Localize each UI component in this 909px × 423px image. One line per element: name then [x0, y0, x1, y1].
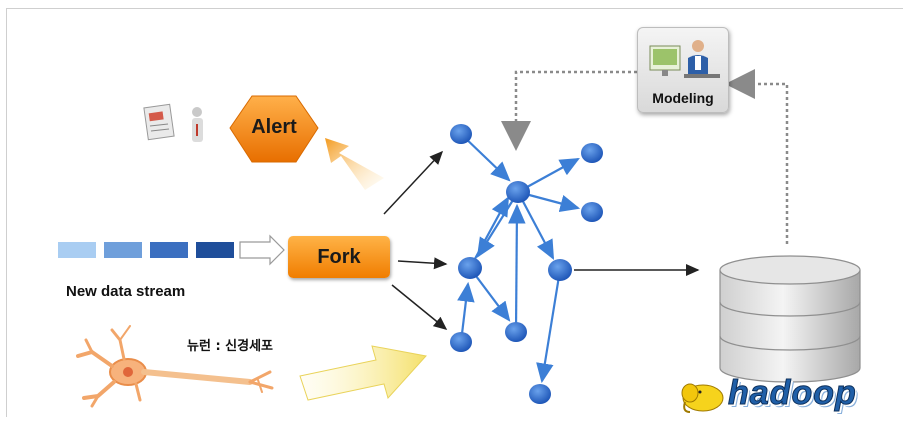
node-5: [458, 257, 482, 279]
modeling-card: Modeling: [637, 27, 729, 113]
neuron-label: 뉴런 : 신경세포: [187, 339, 274, 354]
node-3: [581, 143, 603, 163]
feedback-loop: [501, 69, 789, 244]
node-2: [506, 181, 530, 203]
document-icon: [143, 103, 175, 141]
hadoop-wordmark: hadoop: [728, 374, 857, 413]
node-1: [450, 124, 472, 144]
node-9: [529, 384, 551, 404]
fork-arrow-up: [383, 150, 444, 215]
orange-arrow: [325, 138, 384, 190]
fork-node: Fork: [288, 236, 390, 278]
modeling-label: Modeling: [652, 90, 714, 106]
modeling-person-icon: [649, 40, 720, 78]
info-person-icon: [192, 107, 203, 142]
yellow-arrow: [299, 345, 427, 401]
neuron-image: [76, 325, 274, 408]
database-icon: [719, 255, 861, 383]
node-6: [548, 259, 572, 281]
fork-label: Fork: [317, 245, 361, 268]
fork-arrow-down: [391, 284, 448, 330]
diagram-frame: [6, 8, 903, 417]
data-stream-blocks: [58, 234, 285, 266]
node-7: [505, 322, 527, 342]
hadoop-elephant-logo: [681, 383, 724, 413]
network-nodes: [450, 124, 603, 404]
node-8: [450, 332, 472, 352]
fork-arrow-mid: [397, 257, 448, 270]
alert-label: Alert: [251, 116, 297, 138]
alert-hexagon: [229, 95, 319, 163]
stream-label: New data stream: [66, 283, 186, 300]
node-4: [581, 202, 603, 222]
network-edges: [457, 133, 581, 384]
